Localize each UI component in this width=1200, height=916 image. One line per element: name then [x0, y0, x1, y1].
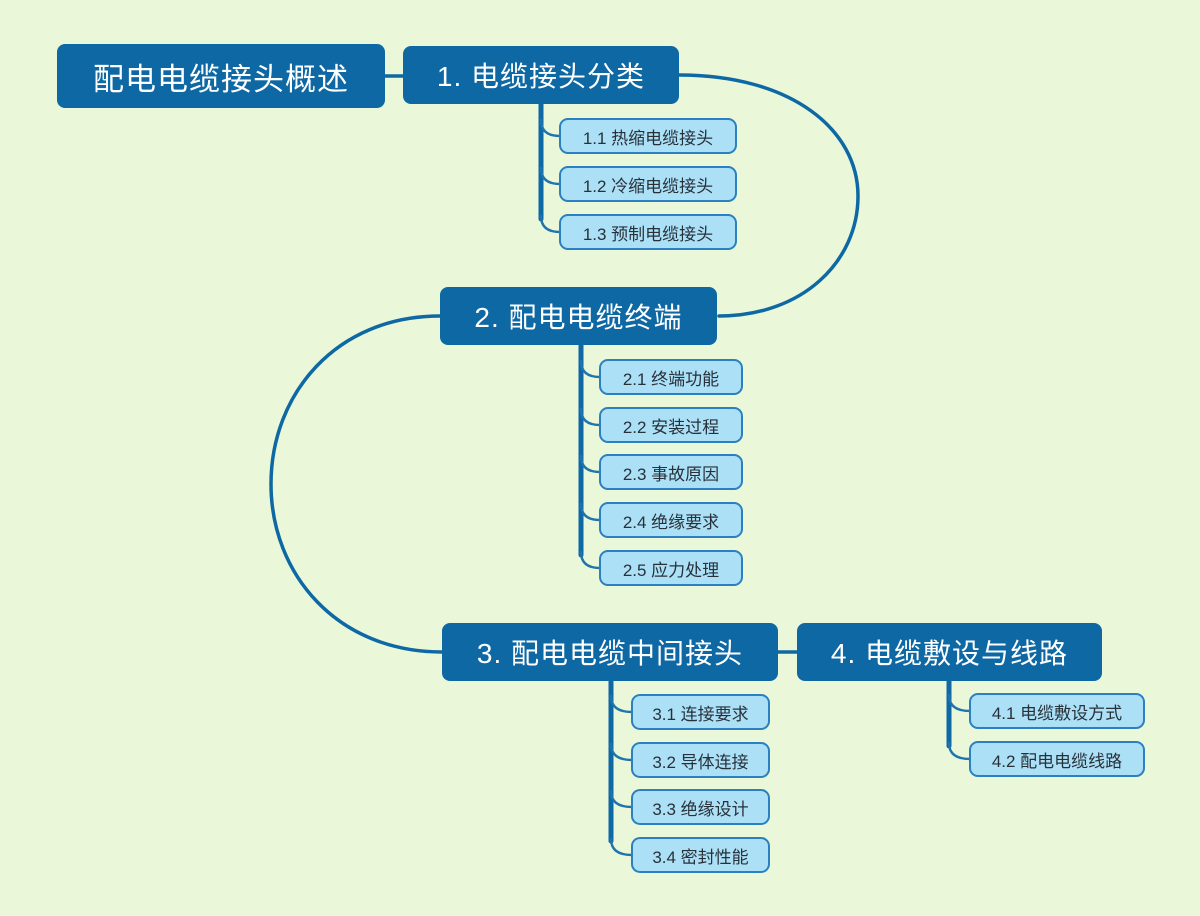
root-node[interactable]: 配电电缆接头概述	[57, 44, 385, 108]
branch-2-node[interactable]: 2. 配电电缆终端	[440, 287, 717, 345]
elbow-2-4	[579, 502, 602, 522]
elbow-2-2	[579, 407, 602, 427]
elbow-2-1	[579, 359, 602, 379]
child-2-4-node[interactable]: 2.4 绝缘要求	[599, 502, 743, 538]
child-2-5-node[interactable]: 2.5 应力处理	[599, 550, 743, 586]
child-3-1-node[interactable]: 3.1 连接要求	[631, 694, 770, 730]
child-4-2-node[interactable]: 4.2 配电电缆线路	[969, 741, 1145, 777]
child-1-3-node[interactable]: 1.3 预制电缆接头	[559, 214, 737, 250]
child-3-3-node[interactable]: 3.3 绝缘设计	[631, 789, 770, 825]
elbow-3-3	[609, 789, 634, 809]
child-1-1-node[interactable]: 1.1 热缩电缆接头	[559, 118, 737, 154]
child-4-1-node[interactable]: 4.1 电缆敷设方式	[969, 693, 1145, 729]
elbow-2-3	[579, 454, 602, 474]
elbow-1-1	[539, 118, 562, 138]
elbow-4-1	[947, 693, 972, 713]
child-2-1-node[interactable]: 2.1 终端功能	[599, 359, 743, 395]
elbow-4-2	[947, 741, 972, 761]
elbow-1-2	[539, 166, 562, 186]
elbow-1-3	[539, 214, 562, 234]
child-1-2-node[interactable]: 1.2 冷缩电缆接头	[559, 166, 737, 202]
branch-3-node[interactable]: 3. 配电电缆中间接头	[442, 623, 778, 681]
branch-4-node[interactable]: 4. 电缆敷设与线路	[797, 623, 1102, 681]
child-2-2-node[interactable]: 2.2 安装过程	[599, 407, 743, 443]
elbow-2-5	[579, 550, 602, 570]
child-3-2-node[interactable]: 3.2 导体连接	[631, 742, 770, 778]
elbow-3-4	[609, 837, 634, 857]
elbow-3-2	[609, 742, 634, 762]
child-2-3-node[interactable]: 2.3 事故原因	[599, 454, 743, 490]
branch-1-node[interactable]: 1. 电缆接头分类	[403, 46, 679, 104]
elbow-3-1	[609, 694, 634, 714]
arc-branch2-branch3	[269, 314, 444, 654]
child-3-4-node[interactable]: 3.4 密封性能	[631, 837, 770, 873]
